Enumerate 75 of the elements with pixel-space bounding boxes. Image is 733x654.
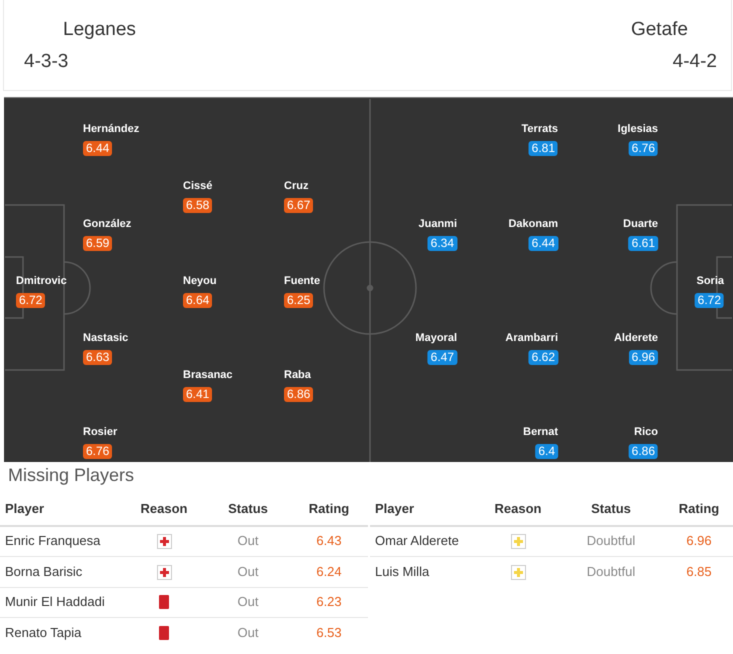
rating-badge: 6.86 [628, 444, 658, 459]
player-name: Juanmi [418, 217, 457, 231]
column-header: Rating [678, 501, 720, 517]
player-name: Terrats [522, 122, 558, 136]
player-name: Enric Franquesa [5, 533, 100, 549]
status-text: Doubtful [586, 533, 636, 549]
player-name: Neyou [183, 274, 217, 288]
player-name: Rosier [83, 425, 118, 439]
rating-badge: 6.4 [535, 444, 558, 459]
rating-badge: 6.62 [528, 350, 558, 365]
column-header: Status [591, 501, 631, 517]
player-name: Nastasic [83, 331, 128, 345]
rating-badge: 6.61 [628, 236, 658, 251]
column-header: Player [5, 501, 44, 517]
rating-badge: 6.72 [16, 293, 46, 308]
player-name: Mayoral [415, 331, 457, 345]
status-text: Out [238, 533, 258, 549]
player-name: Hernández [83, 122, 140, 136]
rating-value: 6.43 [316, 533, 342, 549]
rating-badge: 6.63 [83, 350, 112, 365]
player-name: Duarte [623, 217, 658, 231]
player-name: Cissé [183, 179, 212, 193]
team-name: Leganes [63, 18, 136, 42]
player-name: Munir El Haddadi [5, 594, 105, 610]
status-text: Out [238, 625, 258, 641]
player-name: Rico [634, 425, 658, 439]
formation-label: 4-4-2 [672, 50, 717, 74]
player-name: González [83, 217, 132, 231]
section-title: Missing Players [8, 464, 134, 486]
player-name: Dakonam [508, 217, 558, 231]
column-header: Status [228, 501, 268, 517]
player-name: Luis Milla [375, 564, 430, 580]
rating-badge: 6.41 [183, 387, 212, 402]
rating-badge: 6.44 [528, 236, 558, 251]
formation-label: 4-3-3 [24, 50, 68, 74]
rating-badge: 6.96 [628, 350, 658, 365]
rating-badge: 6.76 [83, 444, 112, 459]
column-header: Reason [494, 501, 542, 517]
rating-value: 6.85 [686, 564, 712, 580]
rating-badge: 6.64 [183, 293, 212, 308]
rating-badge: 6.76 [628, 141, 658, 156]
player-name: Iglesias [618, 122, 658, 136]
status-text: Out [238, 594, 258, 610]
rating-value: 6.24 [316, 564, 342, 580]
status-text: Out [238, 564, 258, 580]
rating-badge: 6.44 [83, 141, 112, 156]
rating-value: 6.96 [686, 533, 712, 549]
team-name: Getafe [630, 18, 688, 42]
rating-badge: 6.47 [428, 350, 457, 365]
player-name: Omar Alderete [375, 533, 459, 549]
column-header: Player [375, 501, 414, 517]
player-name: Cruz [284, 179, 308, 193]
rating-badge: 6.59 [83, 236, 112, 251]
rating-value: 6.53 [316, 625, 342, 641]
rating-badge: 6.34 [428, 236, 457, 251]
player-name: Borna Barisic [5, 564, 82, 580]
player-name: Dmitrovic [16, 274, 67, 288]
column-header: Reason [140, 501, 188, 517]
rating-badge: 6.25 [284, 293, 314, 308]
rating-badge: 6.72 [694, 293, 724, 308]
rating-badge: 6.67 [284, 198, 314, 213]
player-name: Raba [284, 368, 311, 382]
player-name: Arambarri [505, 331, 558, 345]
player-name: Bernat [523, 425, 558, 439]
player-name: Soria [696, 274, 724, 288]
rating-badge: 6.86 [284, 387, 314, 402]
status-text: Doubtful [586, 564, 636, 580]
player-name: Brasanac [183, 368, 233, 382]
rating-value: 6.23 [316, 594, 342, 610]
rating-badge: 6.81 [528, 141, 558, 156]
player-name: Alderete [614, 331, 658, 345]
rating-badge: 6.58 [183, 198, 212, 213]
column-header: Rating [308, 501, 350, 517]
player-name: Fuente [284, 274, 320, 288]
player-name: Renato Tapia [5, 625, 82, 641]
